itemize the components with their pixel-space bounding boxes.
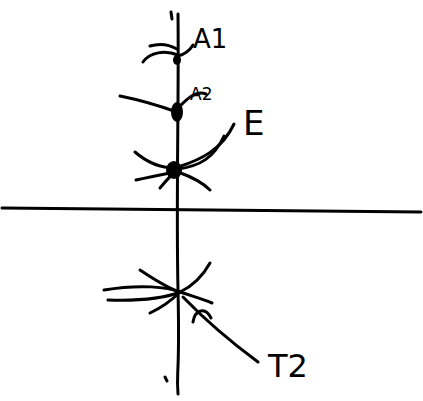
tick-mark xyxy=(165,377,167,381)
branch-curve xyxy=(178,45,193,56)
leader-line xyxy=(183,297,258,362)
branch-curve xyxy=(120,96,177,112)
fixed-point xyxy=(166,161,182,179)
branch-curve xyxy=(150,45,177,49)
branch-curve xyxy=(150,292,180,313)
branch-curve xyxy=(178,172,210,190)
branch-curve xyxy=(140,270,180,292)
point-label: A1 xyxy=(193,26,227,52)
vertical-axis xyxy=(177,14,178,394)
point-label: T2 xyxy=(268,350,308,382)
fixed-point xyxy=(171,102,183,122)
branch-curve xyxy=(108,263,210,300)
point-label: A2 xyxy=(190,86,212,103)
fixed-point xyxy=(173,55,181,65)
tick-mark xyxy=(171,12,172,19)
branch-curve xyxy=(178,136,224,169)
point-label: E xyxy=(243,106,264,140)
branch-curve xyxy=(143,52,178,62)
horizontal-axis xyxy=(2,208,421,212)
